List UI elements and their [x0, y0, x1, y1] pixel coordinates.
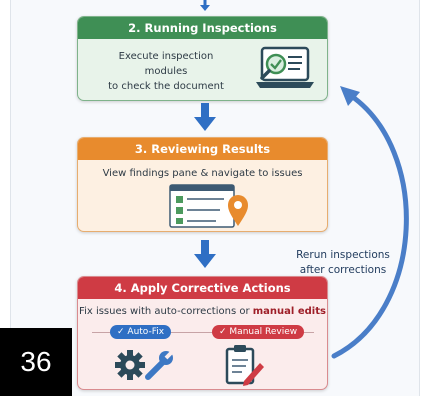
gears-wrench-icon [115, 350, 174, 380]
step-apply-corrective-actions: 4. Apply Corrective Actions Fix issues w… [77, 276, 328, 390]
rerun-label: Rerun inspections after corrections [296, 249, 390, 276]
clipboard-edit-icon [225, 345, 264, 386]
document-location-icon [169, 184, 248, 228]
step-description: Execute inspection modules to check the … [108, 51, 224, 92]
check-icon: ✓ [219, 327, 227, 337]
divider [92, 332, 314, 333]
flow-arrow-down [194, 240, 216, 268]
step-title: 2. Running Inspections [78, 17, 327, 39]
flow-arrow-down [194, 103, 216, 131]
check-icon: ✓ [117, 327, 125, 337]
step-description: View findings pane & navigate to issues [102, 168, 303, 179]
laptop-inspection-icon [256, 46, 314, 88]
step-title: 4. Apply Corrective Actions [78, 277, 327, 299]
top-connector-arrow [200, 0, 210, 11]
auto-fix-badge: ✓ Auto-Fix [110, 325, 172, 339]
step-reviewing-results: 3. Reviewing Results View findings pane … [77, 137, 328, 232]
step-running-inspections: 2. Running Inspections Execute inspectio… [77, 16, 328, 101]
manual-review-badge: ✓ Manual Review [212, 325, 305, 339]
page-number-badge: 36 [0, 328, 72, 396]
step-title: 3. Reviewing Results [78, 138, 327, 160]
step-description: Fix issues with auto-corrections or manu… [79, 306, 326, 317]
